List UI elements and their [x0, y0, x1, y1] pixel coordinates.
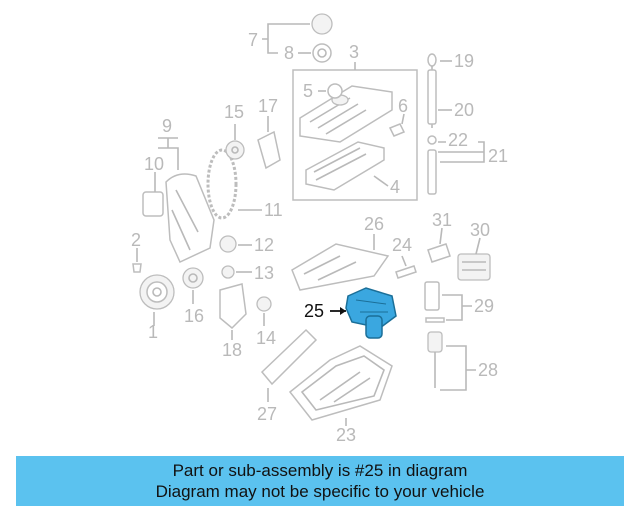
cap-part [311, 13, 333, 35]
oil-filter-housing-highlighted [345, 287, 397, 339]
leader-lines [136, 23, 485, 426]
valve-cover-gasket-part [305, 141, 385, 191]
bracket-17-part [257, 130, 281, 170]
callout-19: 19 [454, 51, 474, 71]
part-29-element [424, 281, 440, 311]
callout-10: 10 [144, 154, 164, 174]
oil-cooler-part [457, 253, 491, 281]
gear-16-part [182, 267, 204, 289]
banner-line-2: Diagram may not be specific to your vehi… [155, 482, 485, 501]
callout-9: 9 [162, 116, 172, 136]
callout-29: 29 [474, 296, 494, 316]
callout-5: 5 [303, 81, 313, 101]
banner-line-1: Part or sub-assembly is #25 in diagram [172, 461, 468, 480]
seal-14-part [256, 296, 272, 312]
baffle-27-part [260, 328, 318, 386]
callout-23: 23 [336, 425, 356, 445]
callout-4: 4 [390, 177, 400, 197]
sensor-28-part [427, 331, 443, 353]
dipstick-part [427, 53, 437, 195]
callout-3: 3 [349, 42, 359, 62]
exploded-parts-diagram: 1 2 3 4 5 6 7 8 9 10 11 12 13 14 15 16 1… [131, 13, 508, 445]
oil-pan-part [288, 345, 393, 421]
callout-27: 27 [257, 404, 277, 424]
timing-cover-part [165, 173, 215, 263]
callout-7: 7 [248, 30, 258, 50]
callout-8: 8 [284, 43, 294, 63]
callout-21: 21 [488, 146, 508, 166]
callout-30: 30 [470, 220, 490, 240]
oil-filler-cap-part [327, 83, 343, 99]
callout-22: 22 [448, 130, 468, 150]
callout-28: 28 [478, 360, 498, 380]
sprocket-15-part [225, 140, 245, 160]
callout-1: 1 [148, 322, 158, 342]
callout-11: 11 [264, 200, 283, 220]
callout-18: 18 [222, 340, 242, 360]
timing-belt-part [206, 148, 238, 220]
callout-12: 12 [254, 235, 274, 255]
strip-24-part [395, 265, 417, 279]
callout-24: 24 [392, 235, 412, 255]
pulley-12-part [219, 235, 237, 253]
pump-18-part [219, 283, 247, 330]
callout-16: 16 [184, 306, 204, 326]
callout-15: 15 [224, 102, 244, 122]
callout-2: 2 [131, 230, 141, 250]
bolt-2-part [132, 263, 142, 273]
callout-26: 26 [364, 214, 384, 234]
callout-31: 31 [432, 210, 452, 230]
gasket-10-part [142, 191, 164, 217]
seal-13-part [221, 265, 235, 279]
pcv-part [388, 123, 406, 137]
callout-14: 14 [256, 328, 276, 348]
crank-pulley-part [139, 274, 175, 310]
valve-cover-part [299, 85, 393, 143]
part-29-seal [425, 317, 445, 323]
callout-6: 6 [398, 96, 408, 116]
callout-25: 25 [304, 301, 324, 321]
callout-numbers: 1 2 3 4 5 6 7 8 9 10 11 12 13 14 15 16 1… [131, 30, 508, 445]
seal-part [312, 43, 332, 63]
callout-17: 17 [258, 96, 278, 116]
info-banner: Part or sub-assembly is #25 in diagram D… [16, 456, 624, 506]
callout-20: 20 [454, 100, 474, 120]
part-31 [427, 243, 451, 263]
oil-pan-plate-part [291, 243, 390, 291]
callout-13: 13 [254, 263, 274, 283]
